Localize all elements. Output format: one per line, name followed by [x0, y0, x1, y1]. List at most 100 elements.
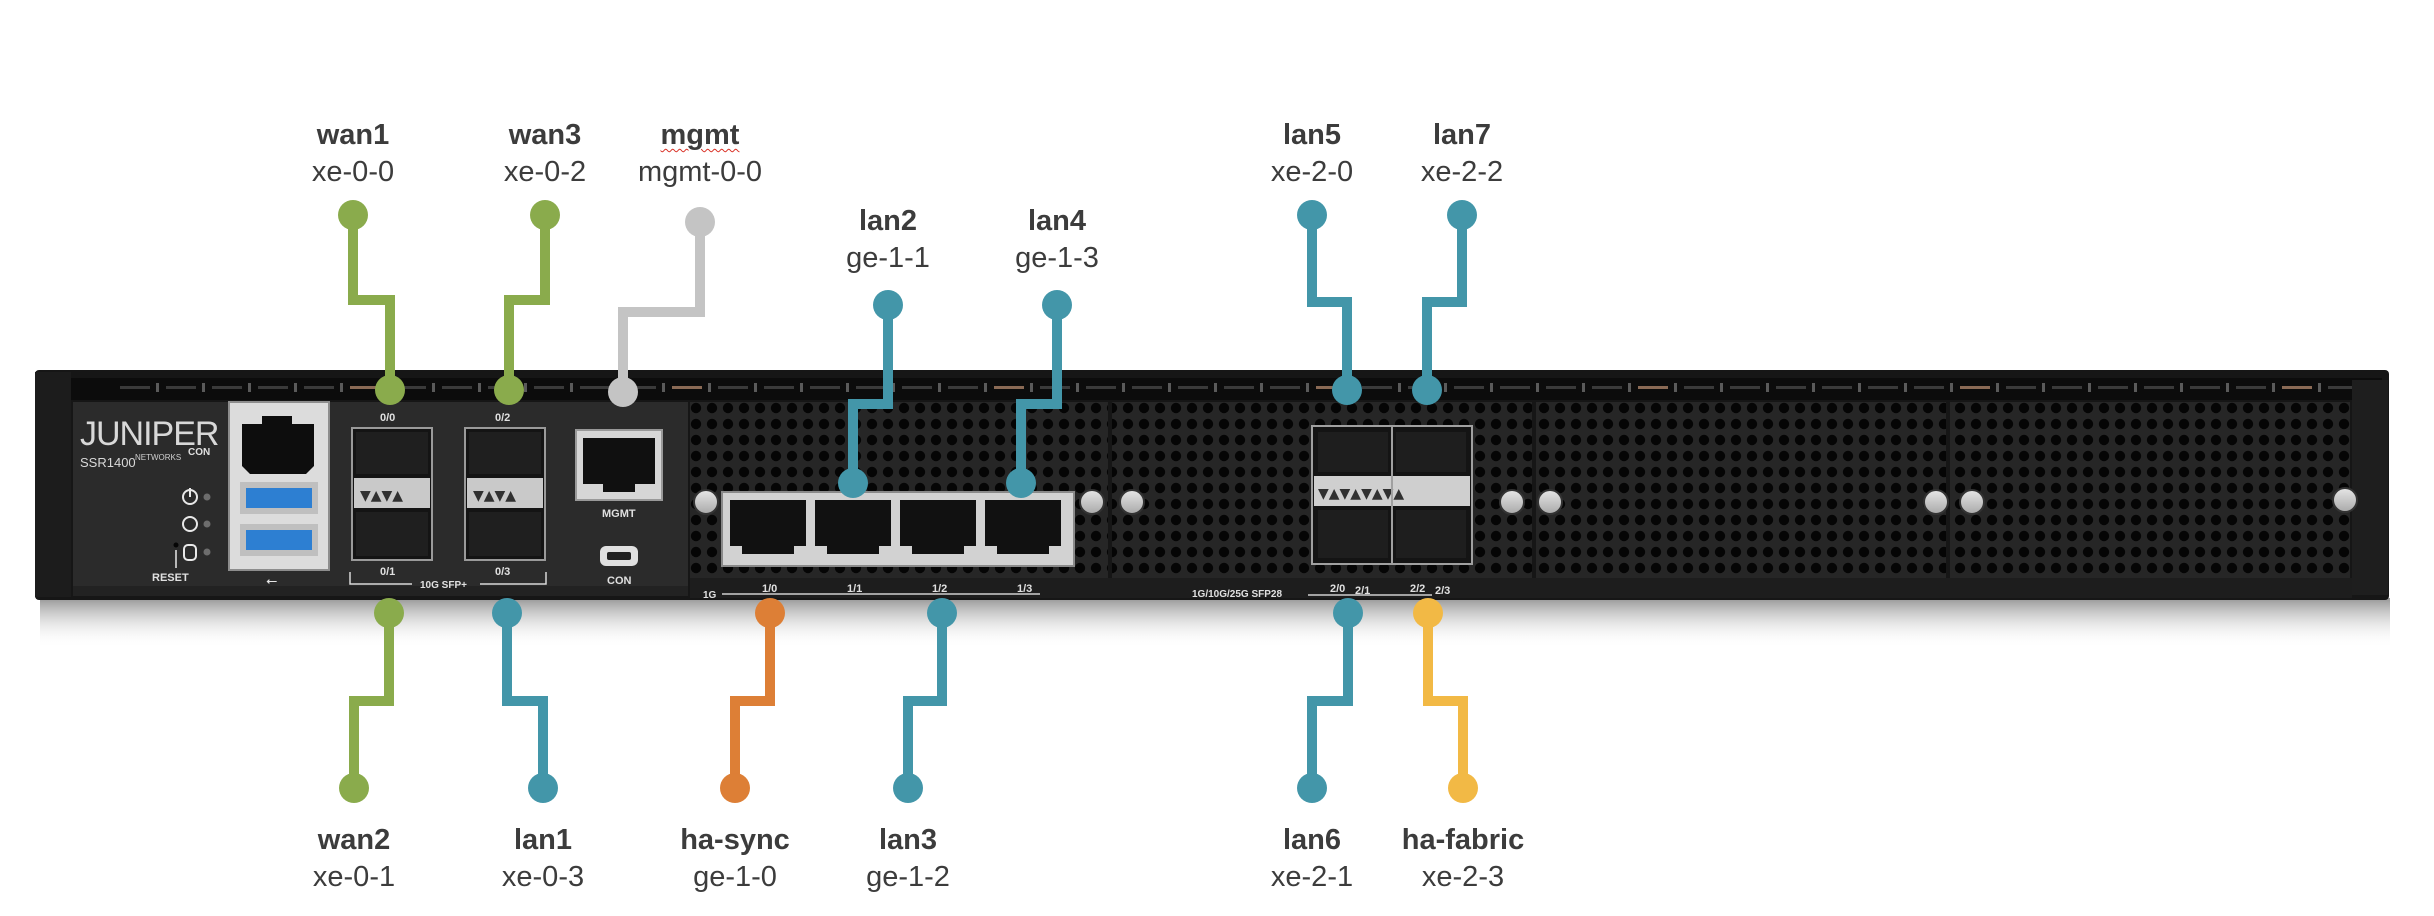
port-label-0-0: 0/0: [380, 412, 395, 424]
vent-slot: [1868, 386, 1898, 389]
svg-text:▼▲▼▲: ▼▲▼▲: [473, 488, 516, 504]
blank-module-2: [1950, 402, 2350, 594]
ge-rj45-port-1-3[interactable]: [985, 500, 1061, 554]
vent-slot: [396, 386, 426, 389]
vent-slot: [1086, 386, 1116, 389]
vent-tick: [800, 383, 803, 392]
console-rj45-port[interactable]: [242, 416, 314, 474]
callout-port-dot-mgmt: [608, 377, 638, 407]
vent-tick: [1168, 383, 1171, 392]
vent-tick: [1950, 383, 1953, 392]
ge-rj45-port-1-1[interactable]: [815, 500, 891, 554]
vent-slot: [672, 386, 702, 389]
sfp-port-0-2[interactable]: [469, 432, 541, 474]
status-icon: [182, 516, 198, 532]
power-led: [203, 493, 211, 501]
vent-tick: [2180, 383, 2183, 392]
thumbscrew[interactable]: [1119, 489, 1145, 515]
port-label-0-1: 0/1: [380, 566, 395, 578]
vent-slot: [1684, 386, 1714, 389]
vent-tick: [1858, 383, 1861, 392]
interface-name: lan2: [858, 205, 918, 237]
callout-line-lan5: [1307, 215, 1352, 390]
sfp-port-0-0[interactable]: [356, 432, 428, 474]
con-label-left: CON: [188, 447, 210, 458]
vent-tick: [294, 383, 297, 392]
thumbscrew[interactable]: [1959, 489, 1985, 515]
thumbscrew[interactable]: [2332, 487, 2358, 513]
vent-tick: [846, 383, 849, 392]
vent-tick: [202, 383, 205, 392]
vent-tick: [1536, 383, 1539, 392]
vent-tick: [1398, 383, 1401, 392]
ge-rj45-port-1-0[interactable]: [730, 500, 806, 554]
vent-tick: [2134, 383, 2137, 392]
reset-pinhole[interactable]: [173, 542, 179, 548]
thumbscrew[interactable]: [1537, 489, 1563, 515]
vent-slot: [1224, 386, 1254, 389]
vent-slot: [534, 386, 564, 389]
sfp28-port-2-2[interactable]: [1396, 432, 1466, 472]
thumbscrew[interactable]: [693, 489, 719, 515]
vent-slot: [718, 386, 748, 389]
sfp-plus-label: 10G SFP+: [420, 580, 467, 591]
callout-port-dot-lan2: [838, 468, 868, 498]
callout-end-dot-lan5: [1297, 200, 1327, 230]
callout-line-lan4: [1016, 305, 1062, 483]
interface-name: lan1: [513, 824, 573, 856]
status-leds: RESET: [152, 488, 211, 584]
callout-lines: [338, 200, 1478, 803]
sfp-port-0-3[interactable]: [469, 512, 541, 556]
sfp28-port-2-1[interactable]: [1318, 510, 1388, 558]
callout-line-lan6: [1307, 613, 1353, 788]
thumbscrew[interactable]: [1923, 489, 1949, 515]
ge-port-labels: 1G 1/0 1/1 1/2 1/3: [703, 583, 1040, 601]
vent-tick: [1306, 383, 1309, 392]
vent-tick: [2318, 383, 2321, 392]
port-label-2-2: 2/2: [1410, 583, 1425, 595]
ge-rj45-port-1-2[interactable]: [900, 500, 976, 554]
vent-slot: [1960, 386, 1990, 389]
usb-port-2[interactable]: [246, 530, 312, 550]
vent-slot: [1546, 386, 1576, 389]
callout-port-dot-lan7: [1412, 375, 1442, 405]
vent-slot: [902, 386, 932, 389]
callout-end-dot-lan6: [1297, 773, 1327, 803]
vent-slot: [2098, 386, 2128, 389]
sfp28-port-2-0[interactable]: [1318, 432, 1388, 472]
vent-tick: [754, 383, 757, 392]
callout-end-dot-ha-sync: [720, 773, 750, 803]
thumbscrew[interactable]: [1499, 489, 1525, 515]
callout-end-dot-lan4: [1042, 290, 1072, 320]
mgmt-rj45-port[interactable]: [583, 438, 655, 492]
interface-id: ge-1-3: [1015, 242, 1099, 274]
svg-text:▼▲▼▲: ▼▲▼▲: [360, 488, 403, 504]
vent-slot: [2282, 386, 2312, 389]
interface-id: ge-1-2: [866, 861, 950, 893]
vent-tick: [1444, 383, 1447, 392]
vent-tick: [892, 383, 895, 392]
reset-label: RESET: [152, 572, 189, 584]
interface-id: xe-2-0: [1270, 156, 1354, 188]
interface-id: xe-2-3: [1421, 861, 1505, 893]
vent-slot: [212, 386, 242, 389]
sfp28-port-2-3[interactable]: [1396, 510, 1466, 558]
vent-tick: [570, 383, 573, 392]
callout-line-ha-sync: [730, 613, 775, 788]
juniper-logo: JUNIPER: [80, 415, 218, 453]
sfp-port-0-1[interactable]: [356, 512, 428, 556]
vent-slot: [1178, 386, 1208, 389]
callout-port-dot-lan1: [492, 598, 522, 628]
usb-port-1[interactable]: [246, 488, 312, 508]
port-label-1-2: 1/2: [932, 583, 947, 595]
mgmt-con-block: MGMT CON: [575, 429, 663, 587]
vent-slot: [304, 386, 334, 389]
interface-name: ha-sync: [680, 824, 790, 856]
thumbscrew[interactable]: [1079, 489, 1105, 515]
interface-id: xe-0-2: [503, 156, 587, 188]
